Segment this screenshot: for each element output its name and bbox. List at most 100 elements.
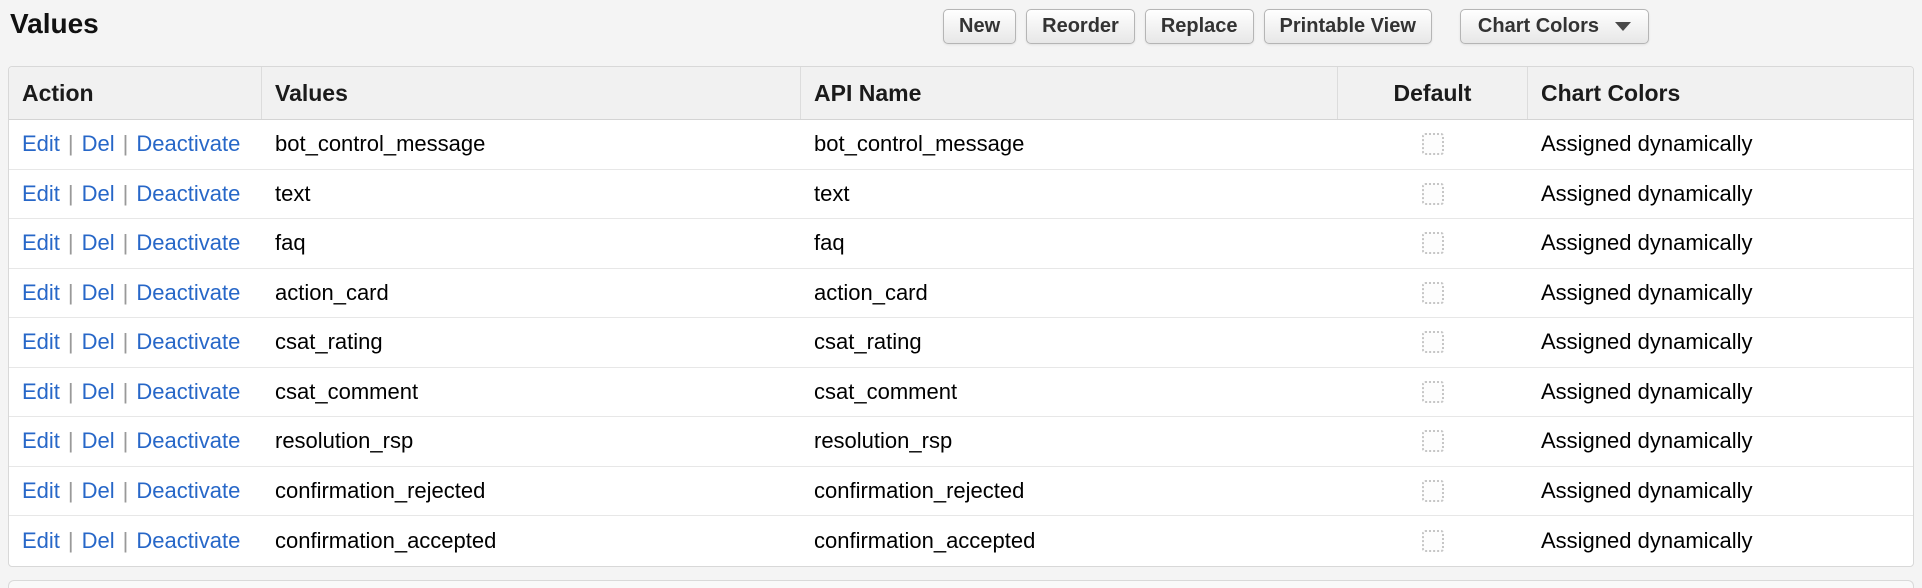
link-separator: | <box>67 279 74 305</box>
api-name-cell: confirmation_accepted <box>814 527 1036 553</box>
edit-link[interactable]: Edit <box>22 329 60 355</box>
action-cell: Edit | Del | Deactivate <box>9 516 262 566</box>
del-link[interactable]: Del <box>81 279 115 305</box>
reorder-button[interactable]: Reorder <box>1026 9 1135 44</box>
value-cell: action_card <box>275 279 389 305</box>
chart-colors-dropdown-label: Chart Colors <box>1477 15 1600 37</box>
deactivate-link[interactable]: Deactivate <box>136 180 241 206</box>
del-link[interactable]: Del <box>81 180 115 206</box>
column-header-api-name: API Name <box>801 67 1338 119</box>
default-cell <box>1338 219 1528 268</box>
replace-button[interactable]: Replace <box>1144 9 1254 44</box>
deactivate-link[interactable]: Deactivate <box>136 378 241 404</box>
api-name-cell: bot_control_message <box>814 131 1025 157</box>
chart-colors-cell: Assigned dynamically <box>1541 428 1753 454</box>
action-cell: Edit | Del | Deactivate <box>9 368 262 417</box>
del-link[interactable]: Del <box>81 329 115 355</box>
value-cell: text <box>275 180 311 206</box>
del-link[interactable]: Del <box>81 477 115 503</box>
edit-link[interactable]: Edit <box>22 279 60 305</box>
values-table: Action Values API Name Default Chart Col… <box>8 66 1914 567</box>
link-separator: | <box>122 428 129 454</box>
action-cell: Edit | Del | Deactivate <box>9 269 262 318</box>
del-link[interactable]: Del <box>81 527 115 553</box>
del-link[interactable]: Del <box>81 428 115 454</box>
action-cell: Edit | Del | Deactivate <box>9 120 262 169</box>
value-cell: confirmation_accepted <box>275 527 497 553</box>
toolbar: New Reorder Replace Printable View Chart… <box>943 9 1650 44</box>
default-checkbox-disabled <box>1422 133 1444 156</box>
table-header-row: Action Values API Name Default Chart Col… <box>9 67 1913 120</box>
value-cell: resolution_rsp <box>275 428 414 454</box>
action-cell: Edit | Del | Deactivate <box>9 417 262 466</box>
printable-view-button[interactable]: Printable View <box>1263 9 1432 44</box>
default-checkbox-disabled <box>1422 232 1444 255</box>
table-row: Edit | Del | Deactivate faq faq Assigned… <box>9 219 1913 269</box>
link-separator: | <box>122 230 129 256</box>
edit-link[interactable]: Edit <box>22 180 60 206</box>
api-name-cell: faq <box>814 230 845 256</box>
edit-link[interactable]: Edit <box>22 428 60 454</box>
link-separator: | <box>122 279 129 305</box>
deactivate-link[interactable]: Deactivate <box>136 230 241 256</box>
action-cell: Edit | Del | Deactivate <box>9 467 262 516</box>
default-checkbox-disabled <box>1422 430 1444 453</box>
link-separator: | <box>67 230 74 256</box>
default-checkbox-disabled <box>1422 380 1444 403</box>
page-title: Values <box>10 8 99 39</box>
api-name-cell: csat_rating <box>814 329 922 355</box>
edit-link[interactable]: Edit <box>22 131 60 157</box>
chart-colors-cell: Assigned dynamically <box>1541 180 1753 206</box>
value-cell: csat_comment <box>275 378 419 404</box>
chart-colors-dropdown-button[interactable]: Chart Colors <box>1459 9 1650 44</box>
default-cell <box>1338 170 1528 219</box>
deactivate-link[interactable]: Deactivate <box>136 329 241 355</box>
value-cell: confirmation_rejected <box>275 477 486 503</box>
chart-colors-cell: Assigned dynamically <box>1541 230 1753 256</box>
api-name-cell: action_card <box>814 279 928 305</box>
default-cell <box>1338 368 1528 417</box>
deactivate-link[interactable]: Deactivate <box>136 527 241 553</box>
chart-colors-cell: Assigned dynamically <box>1541 329 1753 355</box>
value-cell: faq <box>275 230 306 256</box>
table-row: Edit | Del | Deactivate confirmation_rej… <box>9 466 1913 516</box>
edit-link[interactable]: Edit <box>22 527 60 553</box>
action-cell: Edit | Del | Deactivate <box>9 219 262 268</box>
default-checkbox-disabled <box>1422 281 1444 304</box>
link-separator: | <box>122 527 129 553</box>
link-separator: | <box>122 477 129 503</box>
default-cell <box>1338 467 1528 516</box>
deactivate-link[interactable]: Deactivate <box>136 477 241 503</box>
link-separator: | <box>67 329 74 355</box>
link-separator: | <box>67 131 74 157</box>
del-link[interactable]: Del <box>81 378 115 404</box>
edit-link[interactable]: Edit <box>22 230 60 256</box>
default-checkbox-disabled <box>1422 529 1444 552</box>
deactivate-link[interactable]: Deactivate <box>136 131 241 157</box>
default-checkbox-disabled <box>1422 331 1444 354</box>
link-separator: | <box>67 180 74 206</box>
table-row: Edit | Del | Deactivate confirmation_acc… <box>9 516 1913 566</box>
link-separator: | <box>67 477 74 503</box>
table-row: Edit | Del | Deactivate csat_rating csat… <box>9 318 1913 368</box>
api-name-cell: csat_comment <box>814 378 958 404</box>
default-cell <box>1338 120 1528 169</box>
api-name-cell: text <box>814 180 850 206</box>
del-link[interactable]: Del <box>81 230 115 256</box>
chart-colors-cell: Assigned dynamically <box>1541 477 1753 503</box>
table-row: Edit | Del | Deactivate csat_comment csa… <box>9 367 1913 417</box>
deactivate-link[interactable]: Deactivate <box>136 428 241 454</box>
default-checkbox-disabled <box>1422 479 1444 502</box>
default-cell <box>1338 417 1528 466</box>
del-link[interactable]: Del <box>81 131 115 157</box>
caret-down-icon <box>1615 22 1632 31</box>
link-separator: | <box>122 131 129 157</box>
chart-colors-cell: Assigned dynamically <box>1541 279 1753 305</box>
deactivate-link[interactable]: Deactivate <box>136 279 241 305</box>
link-separator: | <box>67 527 74 553</box>
new-button[interactable]: New <box>943 9 1017 44</box>
chart-colors-cell: Assigned dynamically <box>1541 527 1753 553</box>
default-checkbox-disabled <box>1422 182 1444 205</box>
edit-link[interactable]: Edit <box>22 378 60 404</box>
edit-link[interactable]: Edit <box>22 477 60 503</box>
